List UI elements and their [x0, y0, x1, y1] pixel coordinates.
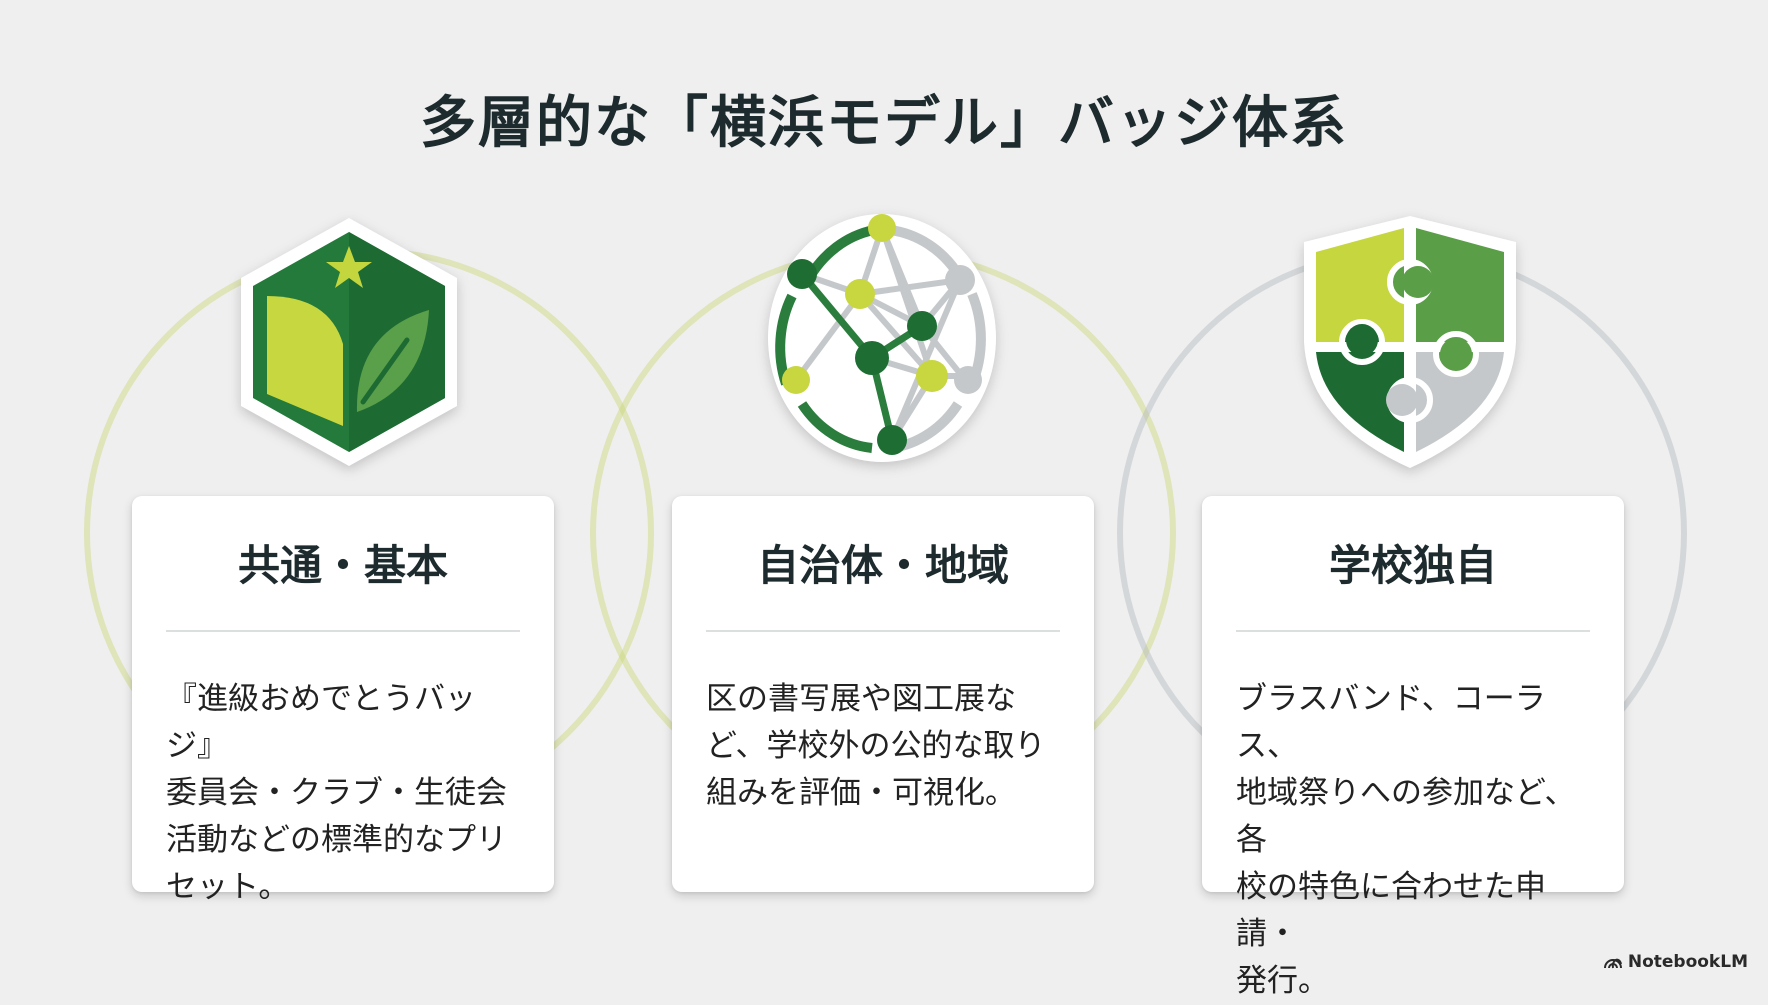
- tier-heading: 学校独自: [1328, 541, 1497, 590]
- notebooklm-logo-icon: [1603, 958, 1622, 969]
- tier-heading: 自治体・地域: [756, 541, 1009, 590]
- tier-description: 『進級おめでとうバッジ』 委員会・クラブ・生徒会 活動などの標準的なプリ セット…: [166, 681, 507, 905]
- tier-description: ブラスバンド、コーラス、 地域祭りへの参加など、各 校の特色に合わせた申請・ 発…: [1236, 681, 1576, 999]
- brand-watermark: NotebookLM: [1603, 952, 1748, 972]
- hexagon-book-leaf-star-badge-icon: [229, 212, 469, 472]
- tier-description: 区の書写展や図工展な ど、学校外の公的な取り 組みを評価・可視化。: [706, 681, 1046, 811]
- tier-card-school: 学校独自 ブラスバンド、コーラス、 地域祭りへの参加など、各 校の特色に合わせた…: [1202, 496, 1624, 999]
- card-divider: [706, 630, 1060, 632]
- tier-heading: 共通・基本: [237, 541, 448, 590]
- brand-label: NotebookLM: [1627, 952, 1748, 972]
- puzzle-shield-badge-icon: [1290, 212, 1530, 472]
- network-nodes-badge-icon: [762, 208, 1002, 468]
- page-title: 多層的な「横浜モデル」バッジ体系: [420, 91, 1348, 156]
- tier-card-common: 共通・基本 『進級おめでとうバッジ』 委員会・クラブ・生徒会 活動などの標準的な…: [132, 496, 554, 905]
- card-divider: [1236, 630, 1590, 632]
- card-divider: [166, 630, 520, 632]
- tier-card-municipal: 自治体・地域 区の書写展や図工展な ど、学校外の公的な取り 組みを評価・可視化。: [672, 496, 1094, 892]
